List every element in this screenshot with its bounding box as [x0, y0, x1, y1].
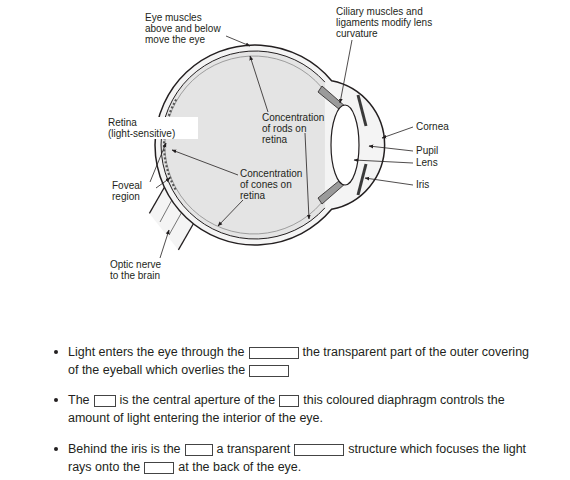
part-label: Foveal region	[112, 180, 152, 202]
part-label: Ciliary muscles and ligaments modify len…	[336, 6, 441, 39]
part-label: Lens	[416, 157, 476, 168]
answer-blank	[185, 444, 213, 456]
part-label: Eye muscles above and below move the eye	[145, 12, 225, 45]
iris-shape	[358, 95, 366, 126]
nerve-fibre	[169, 210, 183, 235]
answer-blank	[249, 365, 289, 377]
answer-blank	[279, 395, 299, 407]
leader-line	[340, 40, 352, 103]
bullet-point	[54, 447, 58, 451]
bullet-point	[54, 350, 58, 354]
answer-blank	[294, 444, 344, 456]
choroid-line	[161, 51, 325, 239]
part-label: Optic nerve to the brain	[110, 259, 170, 281]
part-label: Concentration of cones on retina	[240, 168, 308, 201]
sentence-text: Light enters the eye through the	[68, 345, 245, 359]
part-label: Concentration of rods on retina	[262, 112, 330, 145]
sentence-text: at the back of the eye.	[178, 460, 301, 474]
leader-line	[218, 200, 243, 226]
nerve-fibre	[160, 198, 173, 222]
leader-line	[382, 127, 413, 138]
optic-nerve-edge	[178, 224, 193, 250]
part-label: Retina (light-sensitive)	[108, 117, 198, 139]
answer-blank	[94, 395, 116, 407]
bullet-point	[54, 398, 58, 402]
part-label: Pupil	[416, 145, 476, 156]
retina-line	[165, 56, 322, 234]
leader-line	[305, 133, 309, 219]
sentence-text: is the central aperture of the	[120, 393, 276, 407]
leader-line	[172, 150, 238, 175]
retina-region	[164, 100, 176, 191]
sentence-text: Behind the iris is the	[68, 442, 181, 456]
answer-blank	[144, 462, 174, 474]
leader-line	[156, 178, 170, 188]
leader-line	[150, 143, 166, 182]
answer-blank	[249, 347, 299, 359]
leader-line	[354, 160, 413, 163]
leader-line	[160, 230, 169, 258]
part-label: Cornea	[416, 121, 476, 132]
exercise-item: Behind the iris is thea transparentstruc…	[68, 440, 530, 476]
iris-shape	[358, 164, 366, 195]
sentence-text: The	[68, 393, 90, 407]
sentence-text: a transparent	[217, 442, 291, 456]
exercise-item: Light enters the eye through thethe tran…	[68, 343, 530, 379]
optic-nerve-edge	[149, 187, 164, 213]
exercise-item: Theis the central aperture of thethis co…	[68, 391, 530, 427]
sclera	[155, 45, 385, 245]
leader-line	[365, 178, 413, 185]
leader-line	[250, 56, 268, 112]
leader-line	[369, 146, 413, 151]
leader-line	[226, 36, 250, 46]
vitreous-body	[161, 51, 325, 239]
lens-shape	[331, 105, 359, 185]
part-label: Iris	[416, 179, 476, 190]
